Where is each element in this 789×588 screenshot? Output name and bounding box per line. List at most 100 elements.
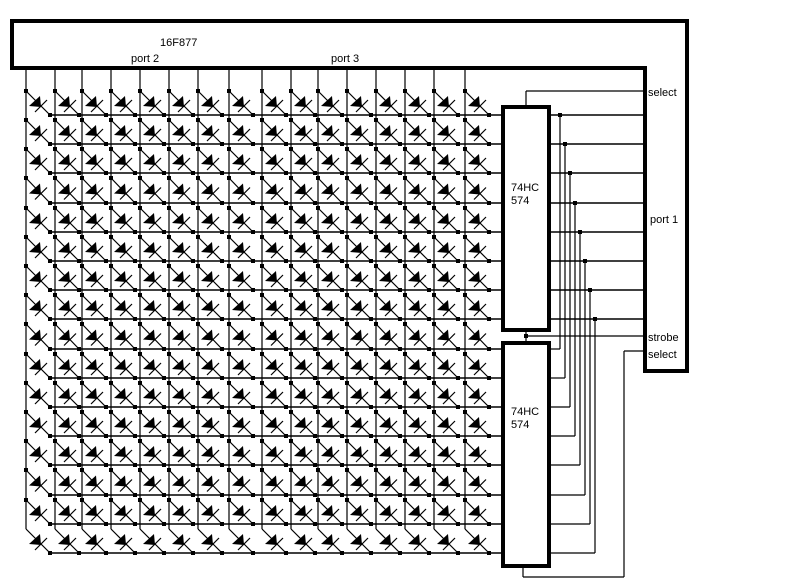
led-cathode-bar [237, 187, 251, 200]
led-icon [201, 417, 220, 434]
led-body [29, 300, 41, 311]
led-cathode-bar [177, 274, 191, 288]
led-body [350, 213, 362, 224]
led-body [85, 475, 97, 487]
led-cathode-bar [326, 420, 340, 434]
led-cathode-bar [326, 216, 340, 230]
led-icon [437, 446, 456, 463]
led-body [114, 329, 126, 341]
led-icon [408, 300, 427, 317]
led-body [85, 388, 97, 399]
led-icon [85, 534, 104, 551]
led-body [201, 96, 213, 107]
led-icon [232, 359, 251, 376]
led-icon [294, 359, 313, 376]
latch-upper-label-1: 74HC [511, 182, 539, 194]
led-cathode-bar [34, 479, 48, 492]
led-body [85, 446, 97, 457]
led-icon [114, 154, 133, 171]
led-icon [85, 213, 104, 230]
led-cathode-bar [90, 157, 104, 171]
led-body [321, 505, 333, 516]
led-icon [201, 359, 220, 376]
strobe-junction [524, 334, 528, 338]
led-cathode-bar [90, 391, 104, 405]
led-icon [85, 300, 104, 317]
led-cathode-bar [413, 362, 427, 376]
led-icon [114, 300, 133, 317]
select-lower-label: select [648, 349, 677, 361]
led-cathode-bar [90, 128, 104, 142]
led-body [350, 475, 362, 487]
led-icon [232, 213, 251, 230]
led-cathode-bar [237, 362, 251, 376]
led-body [232, 183, 244, 195]
led-icon [85, 417, 104, 434]
led-body [468, 417, 480, 428]
led-body [294, 125, 306, 136]
led-icon [172, 446, 191, 463]
led-icon [232, 300, 251, 317]
led-icon [321, 125, 340, 142]
led-body [321, 475, 333, 487]
led-icon [58, 125, 77, 142]
led-body [172, 183, 184, 195]
led-cathode-bar [34, 99, 48, 113]
led-body [114, 388, 126, 399]
led-icon [294, 417, 313, 434]
led-icon [321, 359, 340, 376]
led-body [437, 475, 449, 487]
led-icon [143, 329, 162, 346]
led-body [143, 96, 155, 107]
led-icon [143, 300, 162, 317]
led-cathode-bar [177, 303, 191, 317]
led-icon [294, 475, 313, 492]
led-body [232, 329, 244, 341]
bus-junction [588, 288, 592, 292]
led-cathode-bar [34, 274, 48, 288]
led-body [85, 417, 97, 428]
bus-junction [583, 259, 587, 263]
led-body [172, 505, 184, 516]
led-body [114, 300, 126, 311]
led-icon [321, 271, 340, 288]
led-cathode-bar [34, 333, 48, 346]
led-cathode-bar [119, 391, 133, 405]
led-cathode-bar [63, 216, 77, 230]
led-icon [468, 271, 487, 288]
led-icon [58, 534, 77, 551]
led-icon [350, 183, 369, 200]
led-body [350, 96, 362, 107]
led-body [143, 475, 155, 487]
led-cathode-bar [63, 420, 77, 434]
led-cathode-bar [413, 274, 427, 288]
led-cathode-bar [355, 333, 369, 346]
led-cathode-bar [442, 245, 456, 259]
led-body [114, 154, 126, 165]
led-cathode-bar [442, 187, 456, 200]
led-cathode-bar [355, 479, 369, 492]
led-cathode-bar [413, 99, 427, 113]
led-cathode-bar [237, 216, 251, 230]
led-cathode-bar [90, 420, 104, 434]
led-body [437, 242, 449, 253]
led-cathode-bar [473, 537, 487, 551]
led-cathode-bar [299, 274, 313, 288]
led-body [29, 242, 41, 253]
led-icon [143, 446, 162, 463]
led-icon [114, 125, 133, 142]
led-body [437, 446, 449, 457]
led-body [294, 242, 306, 253]
led-body [232, 300, 244, 311]
led-body [232, 505, 244, 516]
led-cathode-bar [90, 245, 104, 259]
led-cathode-bar [299, 187, 313, 200]
led-body [265, 154, 277, 165]
led-body [172, 154, 184, 165]
led-cathode-bar [384, 508, 398, 522]
led-icon [468, 300, 487, 317]
led-icon [172, 154, 191, 171]
led-cathode-bar [473, 479, 487, 492]
led-body [350, 359, 362, 370]
